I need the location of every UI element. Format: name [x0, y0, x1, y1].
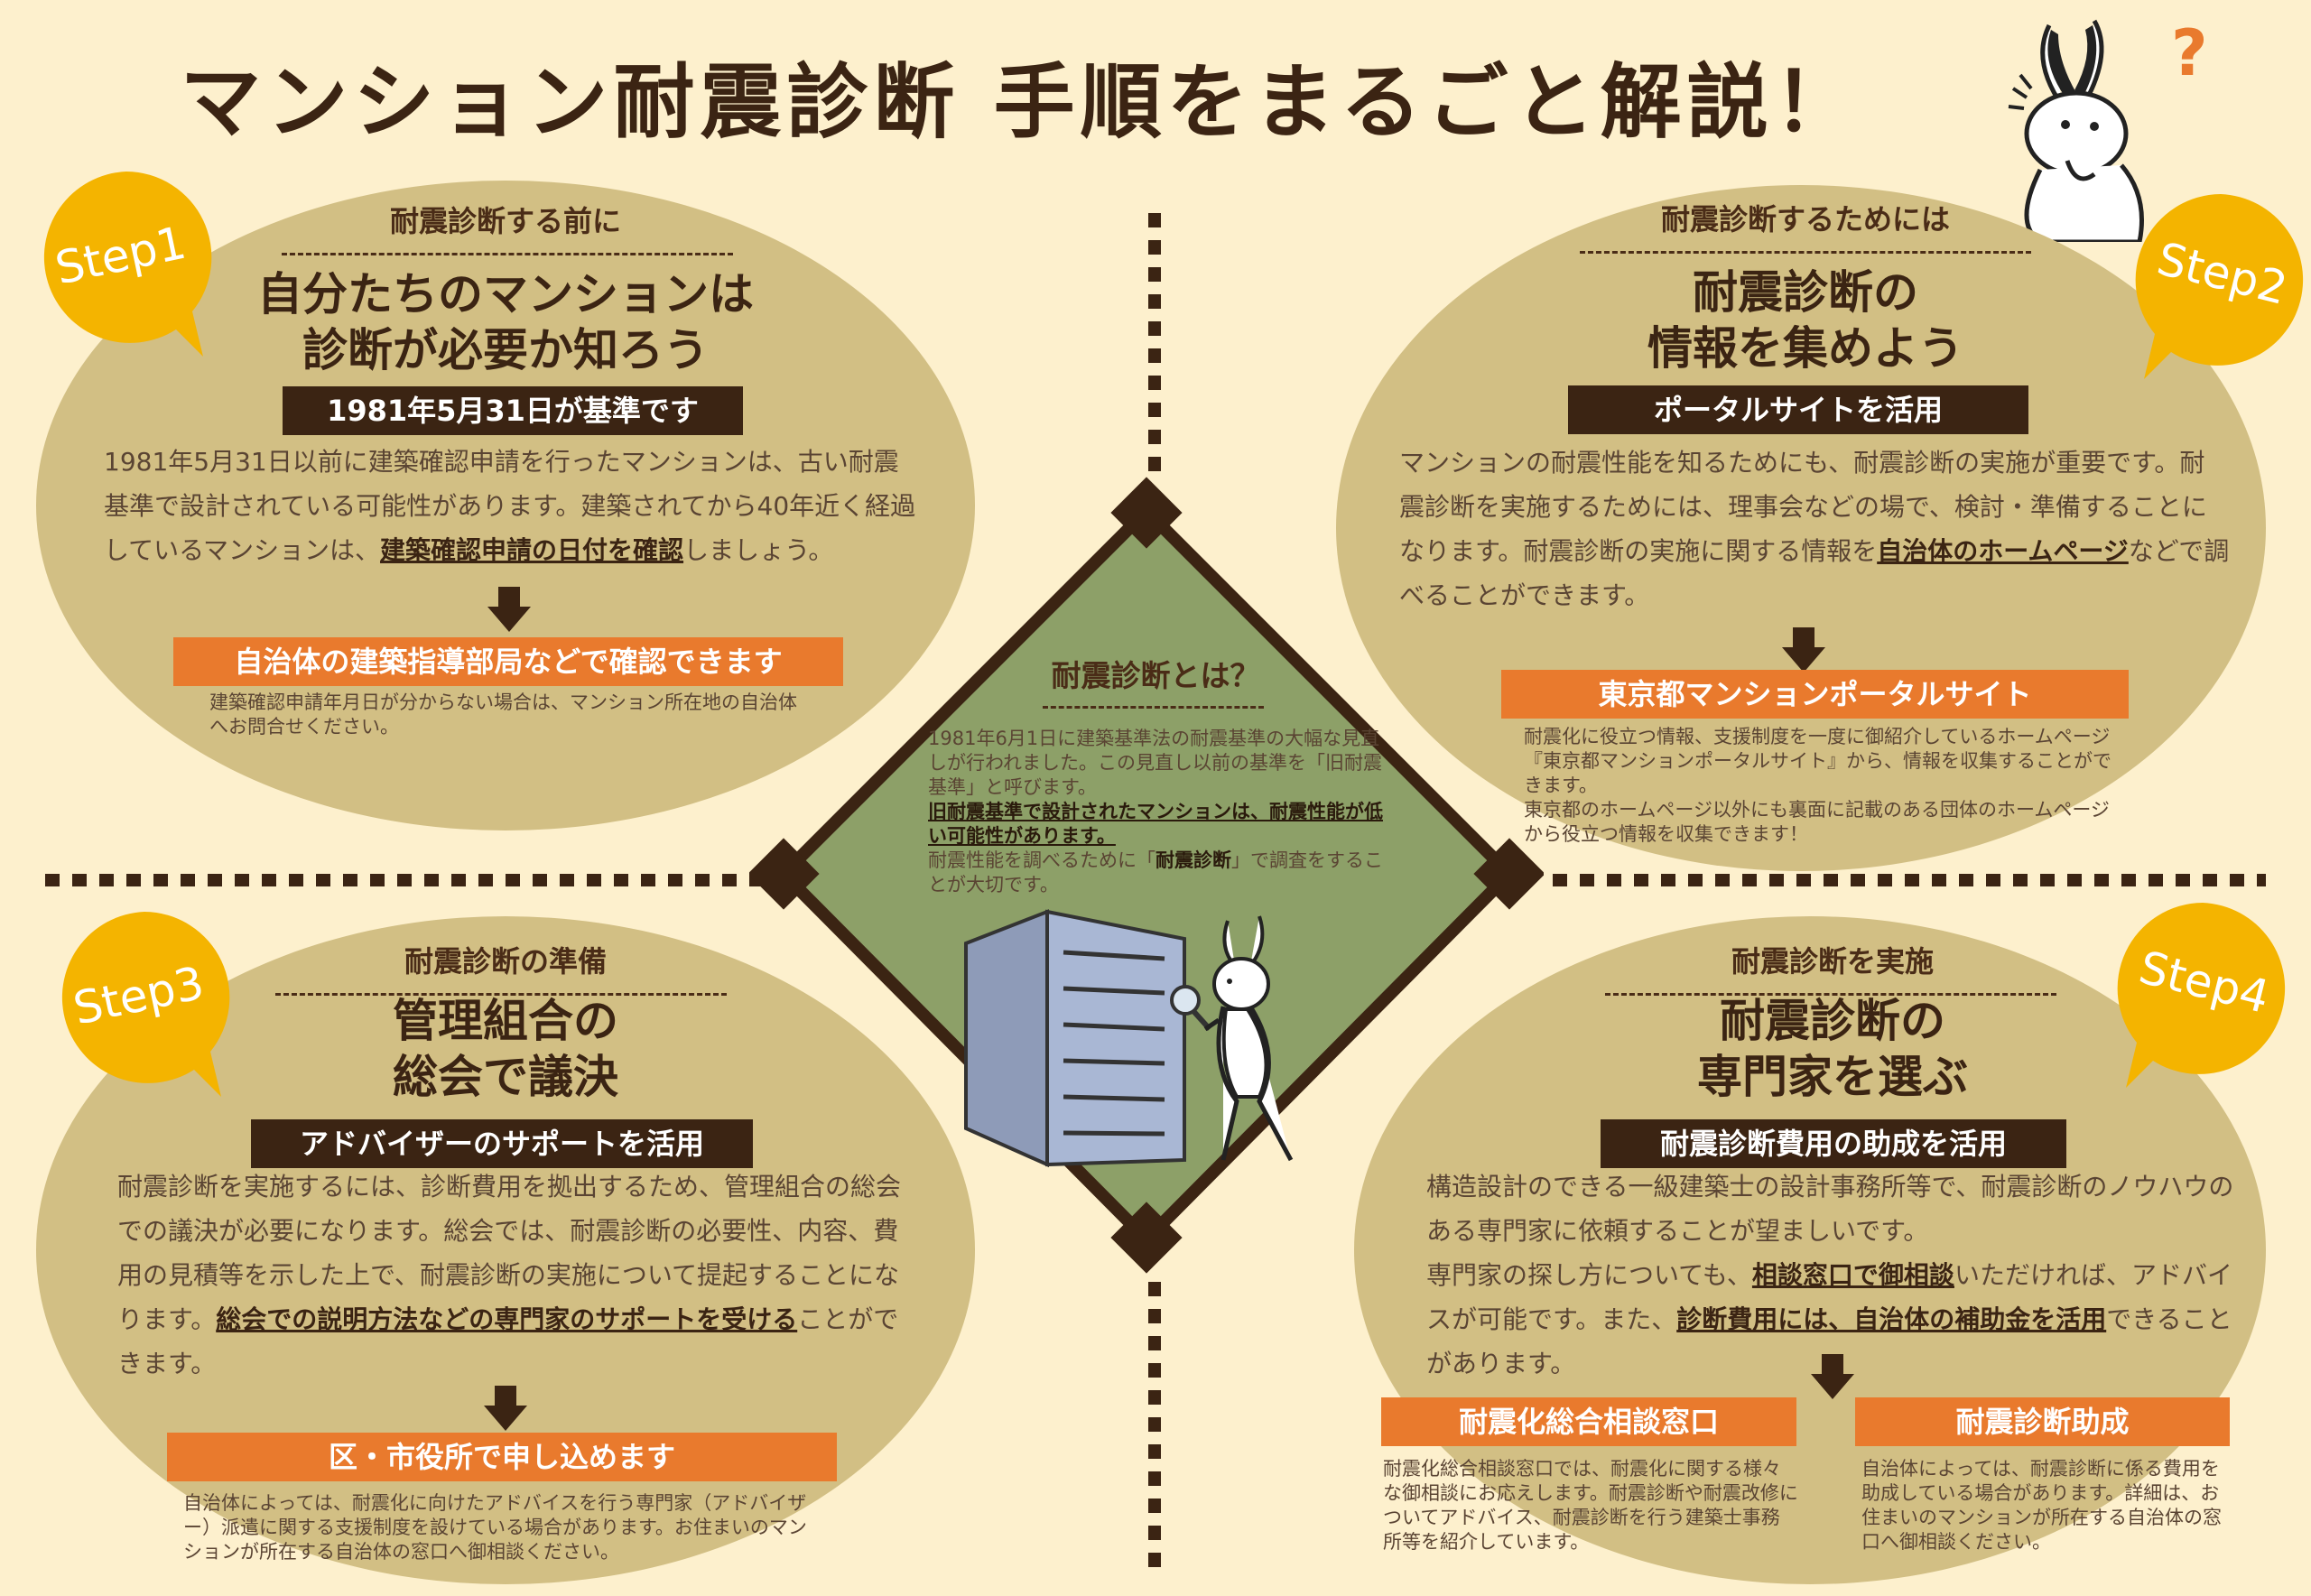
- svg-text:?: ?: [2171, 16, 2208, 90]
- center-body: 1981年6月1日に建築基準法の耐震基準の大幅な見直しが行われました。この見直し…: [928, 727, 1384, 897]
- step4-arrow-down-icon: [1811, 1354, 1854, 1399]
- step1-heading-line2: 診断が必要か知ろう: [302, 324, 709, 376]
- step2-arrow-down-icon: [1782, 627, 1825, 673]
- step2-heading-line1: 耐震診断の: [1693, 266, 1918, 319]
- step2-subtitle: 耐震診断するためには: [1660, 202, 1950, 237]
- step2-badge: Step2: [2135, 194, 2304, 379]
- divider-vertical-top: [1148, 213, 1161, 484]
- building-inspection-illustration: [964, 909, 1294, 1168]
- step3-arrow-down-icon: [484, 1386, 527, 1431]
- step2-note-1: 耐震化に役立つ情報、支援制度を一度に御紹介しているホームページ『東京都マンション…: [1524, 726, 2111, 796]
- step3-heading-line1: 管理組合の: [393, 995, 618, 1047]
- thinking-rabbit-illustration: ?: [2008, 16, 2208, 242]
- step3-heading-line2: 総会で議決: [393, 1051, 618, 1103]
- step4-note-left: 耐震化総合相談窓口では、耐震化に関する様々な御相談にお応えします。耐震診断や耐震…: [1383, 1458, 1798, 1553]
- step4-subsidy-label-bar: 耐震診断助成: [1855, 1397, 2230, 1446]
- step4-badge: Step4: [2117, 903, 2286, 1088]
- step3-advisor-bar: アドバイザーのサポートを活用: [251, 1119, 753, 1168]
- step1-heading-line1: 自分たちのマンションは: [257, 268, 754, 320]
- step2-body: マンションの耐震性能を知るためにも、耐震診断の実施が重要です。耐震診断を実施する…: [1399, 448, 2230, 610]
- step1-heading: 自分たちのマンションは 診断が必要か知ろう: [181, 266, 831, 378]
- step3-note: 自治体によっては、耐震化に向けたアドバイスを行う専門家（アドバイザー）派遣に関す…: [183, 1492, 807, 1563]
- step1-criteria-bar: 1981年5月31日が基準です: [283, 386, 743, 435]
- step4-heading: 耐震診断の 専門家を選ぶ: [1508, 993, 2158, 1105]
- step3-heading: 管理組合の 総会で議決: [181, 993, 831, 1105]
- divider-horizontal-right: [1553, 874, 2266, 886]
- step4-heading-line1: 耐震診断の: [1720, 995, 1945, 1047]
- step2-separator: [1580, 251, 2031, 254]
- step4-heading-line2: 専門家を選ぶ: [1697, 1051, 1968, 1103]
- step3-subtitle: 耐震診断の準備: [404, 944, 607, 979]
- step4-note-right: 自治体によっては、耐震診断に係る費用を助成している場合があります。詳細は、お住ま…: [1861, 1458, 2222, 1553]
- step2-portal-bar: ポータルサイトを活用: [1568, 385, 2028, 434]
- step4-panel: [1354, 916, 2266, 1584]
- step2-heading: 耐震診断の 情報を集めよう: [1480, 264, 2130, 376]
- step3-separator: [275, 993, 727, 996]
- step1-arrow-down-icon: [487, 587, 531, 632]
- divider-vertical-bottom: [1148, 1282, 1161, 1571]
- step2-portal-site-link[interactable]: 東京都マンションポータルサイト: [1501, 670, 2129, 719]
- center-separator: [1043, 706, 1264, 709]
- step1-subtitle: 耐震診断する前に: [389, 204, 621, 238]
- center-paragraph-1: 1981年6月1日に建築基準法の耐震基準の大幅な見直しが行われました。この見直し…: [928, 728, 1382, 798]
- step1-badge: Step1: [43, 172, 212, 357]
- step2-panel: [1336, 185, 2266, 871]
- step4-subsidy-bar: 耐震診断費用の助成を活用: [1601, 1119, 2066, 1168]
- step4-body: 構造設計のできる一級建築士の設計事務所等で、耐震診断のノウハウのある専門家に依頼…: [1426, 1172, 2234, 1378]
- page-title: マンション耐震診断 手順をまるごと解説！: [180, 55, 1861, 150]
- step1-separator: [282, 253, 733, 255]
- step3-badge: Step3: [61, 912, 230, 1097]
- step1-note: 建築確認申請年月日が分からない場合は、マンション所在地の自治体へお問合せください…: [209, 691, 797, 738]
- step3-apply-bar: 区・市役所で申し込めます: [167, 1433, 837, 1481]
- center-diamond: [749, 477, 1544, 1274]
- step3-body: 耐震診断を実施するには、診断費用を拠出するため、管理組合の総会での議決が必要にな…: [117, 1172, 902, 1378]
- center-paragraph-3: 耐震性能を調べるために「耐震診断」で調査をすることが大切です。: [928, 849, 1383, 895]
- step1-body: 1981年5月31日以前に建築確認申請を行ったマンションは、古い耐震基準で設計さ…: [104, 447, 916, 565]
- step1-contact-bar: 自治体の建築指導部局などで確認できます: [173, 637, 843, 686]
- center-heading: 耐震診断とは？: [1051, 658, 1260, 693]
- step2-heading-line2: 情報を集めよう: [1647, 322, 1963, 375]
- center-paragraph-2: 旧耐震基準で設計されたマンションは、耐震性能が低い可能性があります。: [928, 801, 1383, 847]
- step4-separator: [1605, 993, 2056, 996]
- step2-note-2: 東京都のホームページ以外にも裏面に記載のある団体のホームページから役立つ情報を収…: [1524, 799, 2110, 845]
- step4-consultation-bar: 耐震化総合相談窓口: [1381, 1397, 1796, 1446]
- divider-horizontal-left: [45, 874, 785, 886]
- step4-subtitle: 耐震診断を実施: [1731, 944, 1934, 979]
